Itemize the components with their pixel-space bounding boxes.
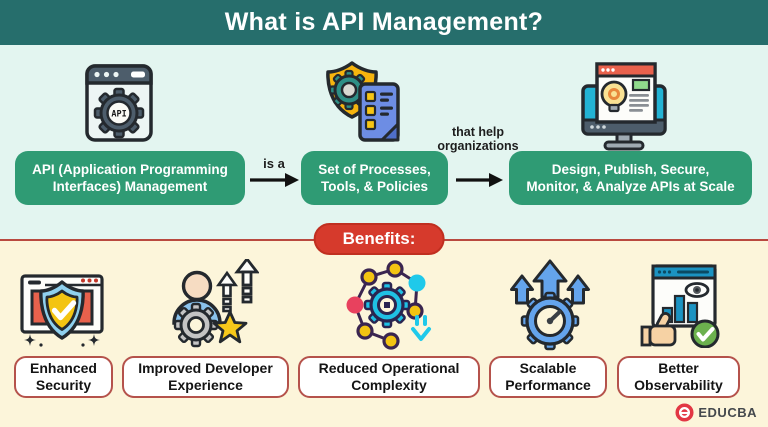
arrow-down-icon xyxy=(411,315,431,341)
api-gear-label: API xyxy=(111,110,126,120)
thumbs-up-icon xyxy=(640,312,677,347)
benefit-label-scalable-performance: Scalable Performance xyxy=(489,356,607,398)
benefits-badge: Benefits: xyxy=(313,223,445,255)
gear-icon: API xyxy=(93,87,145,139)
educba-logo-icon xyxy=(675,403,694,422)
shield-policy-document-icon xyxy=(326,61,400,142)
connector-label-that-help: that help organizations xyxy=(437,125,519,153)
benefit-label-better-observability: Better Observability xyxy=(617,356,740,398)
definition-box-processes-tools-policies: Set of Processes, Tools, & Policies xyxy=(301,151,448,205)
benefit-label-improved-developer-experience: Improved Developer Experience xyxy=(122,356,289,398)
gear-icon xyxy=(173,302,219,348)
dashboard-eye-approved-icon xyxy=(640,264,720,348)
arrow-right-icon xyxy=(250,173,299,187)
sparkle-icon xyxy=(24,334,100,347)
benefit-label-reduced-operational-complexity: Reduced Operational Complexity xyxy=(298,356,480,398)
growth-arrow-icon xyxy=(234,259,259,304)
header-banner: What is API Management? xyxy=(0,0,768,45)
growth-arrow-icon xyxy=(215,270,239,313)
developer-growth-gear-star-icon xyxy=(172,259,259,348)
connector-label-is-a: is a xyxy=(263,156,285,171)
definition-box-api-management: API (Application Programming Interfaces)… xyxy=(15,151,245,205)
person-head xyxy=(181,270,213,302)
monitor-webpage-idea-icon xyxy=(581,62,667,151)
arrow-right-icon xyxy=(456,173,503,187)
network-nodes-gear-simplify-icon xyxy=(346,260,431,350)
check-circle-icon xyxy=(690,319,720,348)
page-title: What is API Management? xyxy=(224,8,544,36)
brand-name: EDUCBA xyxy=(698,405,757,420)
definition-box-design-publish: Design, Publish, Secure, Monitor, & Anal… xyxy=(509,151,752,205)
gauge-gear-icon xyxy=(520,291,580,351)
gauge-gear-scale-up-icon xyxy=(510,259,590,351)
star-icon xyxy=(212,310,248,344)
secure-browser-shield-check-icon xyxy=(20,274,104,347)
benefit-label-enhanced-security: Enhanced Security xyxy=(14,356,113,398)
lightbulb-icon xyxy=(600,80,628,108)
brand-logo: EDUCBA xyxy=(675,403,757,422)
scale-up-arrows-icon xyxy=(510,259,590,305)
api-browser-gear-icon: API xyxy=(85,64,153,142)
gear-icon xyxy=(363,281,411,329)
